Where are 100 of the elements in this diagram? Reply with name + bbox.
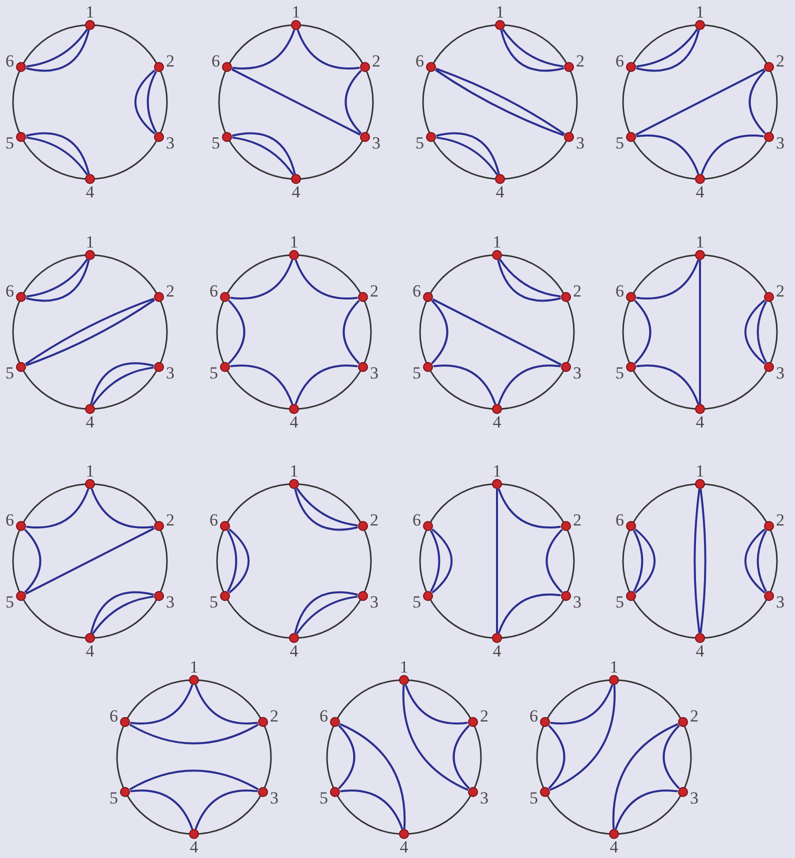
chord-curve [342,300,360,364]
chord-curve [90,488,154,528]
point-dot [468,786,478,797]
chord-curve [452,724,470,790]
point-dot [609,829,619,839]
point-dot [16,362,26,372]
point-dot [423,590,434,601]
point-number: 1 [696,4,704,20]
point-dot [360,62,370,72]
point-number: 1 [492,234,502,250]
point-number: 2 [776,512,784,529]
point-dot [222,132,232,142]
point-number: 1 [86,234,94,250]
point-number: 4 [400,838,408,856]
chord-curve [294,364,358,405]
point-dot [220,362,230,372]
chord-curve [632,530,644,592]
point-dot [492,250,502,260]
chord-curve [744,299,766,365]
chord-curve [744,528,766,594]
point-number: 3 [480,789,488,806]
chord-curve [636,259,700,300]
point-dot [540,786,550,797]
chord-curve [194,790,258,830]
point-number: 5 [6,134,14,152]
point-number: 2 [166,512,174,529]
point-number: 3 [576,134,584,152]
point-number: 4 [190,838,198,856]
point-number: 5 [530,789,538,806]
point-dot [695,633,705,643]
chord-curve [700,134,764,175]
chord-curve [232,29,296,70]
point-dot [85,20,95,30]
point-number: 1 [290,462,298,480]
chord-curve [612,723,678,830]
point-dot [154,590,164,601]
point-dot [360,132,370,142]
chord-curve [228,528,250,594]
point-dot [626,362,636,372]
point-number: 6 [530,708,538,725]
point-dot [399,829,409,839]
point-dot [423,292,434,302]
point-dot [560,292,571,302]
point-number: 6 [412,512,422,529]
point-number: 2 [572,282,582,300]
point-dot [120,786,130,797]
point-dot [85,479,95,489]
point-number: 1 [492,462,502,480]
point-number: 3 [370,593,378,610]
point-dot [258,717,268,728]
point-number: 4 [496,184,504,200]
point-dot [564,132,574,142]
point-number: 4 [290,414,298,430]
point-number: 3 [166,593,174,610]
point-number: 2 [372,52,380,70]
point-dot [492,479,502,489]
point-dot [358,590,368,601]
point-dot [764,292,774,302]
point-number: 4 [86,642,94,660]
point-number: 1 [496,4,504,20]
point-dot [678,786,688,797]
point-dot [289,633,299,643]
chord-curve [226,530,238,592]
chord-curve [756,300,768,364]
point-dot [222,62,232,72]
point-number: 6 [616,52,624,70]
point-number: 1 [610,658,618,676]
chord-curve [496,489,498,633]
chord-curve [498,364,561,405]
chord-curve [129,724,259,744]
point-number: 3 [776,593,784,610]
point-number: 6 [412,282,422,300]
point-dot [189,675,199,685]
point-dot [358,362,368,372]
point-number: 2 [776,282,784,300]
point-dot [85,404,95,414]
point-number: 3 [776,364,784,382]
chord-curve [634,300,652,364]
chord-curve [25,527,155,595]
point-dot [626,132,636,142]
point-dot [695,174,705,184]
point-number: 4 [86,414,94,430]
point-dot [85,633,95,643]
chord-curve [634,528,656,594]
chord-curve [340,790,404,830]
point-dot [16,132,26,142]
chord-curve [662,724,680,790]
point-dot [220,521,230,532]
point-number: 3 [572,364,582,382]
point-dot [291,174,301,184]
chord-curve [344,70,362,134]
point-dot [695,20,705,30]
point-number: 2 [576,52,584,70]
point-number: 5 [210,593,218,610]
point-number: 1 [292,4,300,20]
chord-curve [404,684,468,724]
point-number: 4 [610,838,618,856]
point-dot [626,292,636,302]
point-dot [564,62,574,72]
point-dot [495,174,505,184]
